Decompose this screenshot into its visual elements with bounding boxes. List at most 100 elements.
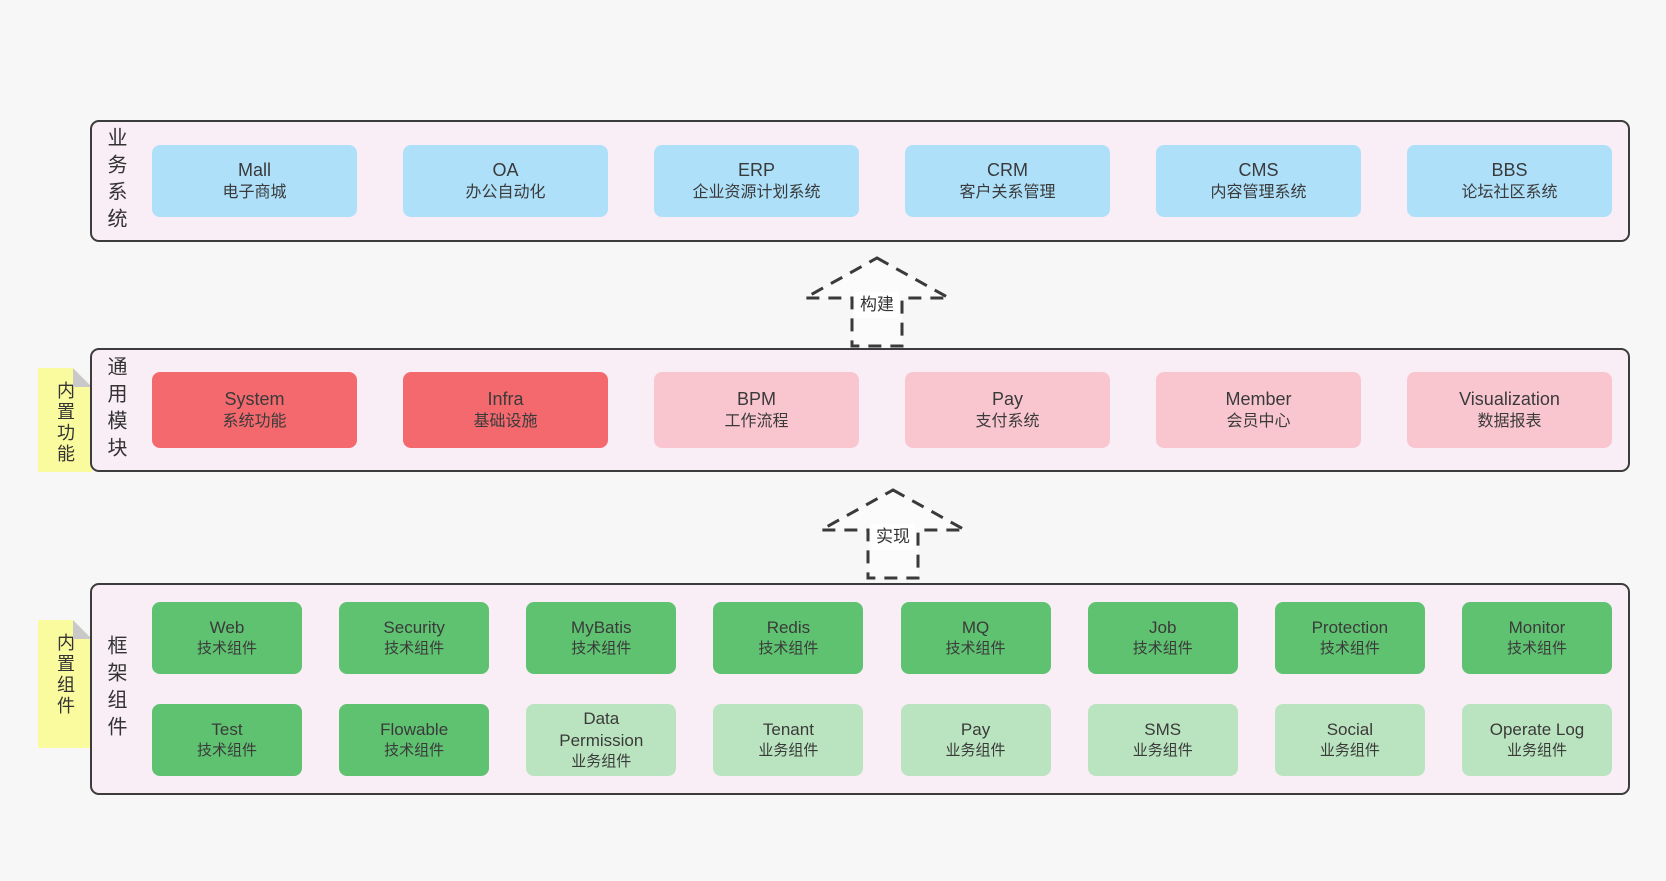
- box-redis: Redis 技术组件: [713, 602, 864, 674]
- box-desc: 企业资源计划系统: [692, 184, 821, 202]
- section-business-systems: 业务系统 Mall 电子商城 OA 办公自动化 ERP 企业资源计划系统 CRM…: [90, 120, 1630, 242]
- box-desc: 业务组件: [1319, 742, 1380, 760]
- box-name: MyBatis: [571, 618, 632, 638]
- box-name: Pay: [991, 388, 1024, 409]
- box-sms: SMS 业务组件: [1087, 704, 1238, 776]
- box-name: OA: [492, 159, 519, 180]
- arrow-label: 构建: [855, 292, 899, 319]
- box-name: System: [224, 388, 285, 409]
- box-monitor: Monitor 技术组件: [1461, 602, 1612, 674]
- box-desc: 技术组件: [196, 640, 257, 658]
- box-desc: 支付系统: [975, 413, 1040, 431]
- box-desc: 技术组件: [1506, 640, 1567, 658]
- box-desc: 业务组件: [758, 742, 819, 760]
- box-name: Redis: [766, 618, 811, 638]
- box-name: Operate Log: [1489, 720, 1585, 740]
- box-desc: 工作流程: [724, 413, 789, 431]
- box-name: Test: [211, 720, 243, 740]
- box-pay-component: Pay 业务组件: [900, 704, 1051, 776]
- box-bbs: BBS 论坛社区系统: [1407, 145, 1612, 217]
- box-name: Member: [1225, 388, 1292, 409]
- sticky-note-text: 内置组件: [55, 633, 75, 717]
- section-common-modules: 通用模块 System 系统功能 Infra 基础设施 BPM 工作流程 Pay…: [90, 348, 1630, 472]
- box-name: SMS: [1144, 720, 1182, 740]
- box-mq: MQ 技术组件: [900, 602, 1051, 674]
- box-name: Security: [383, 618, 445, 638]
- box-cms: CMS 内容管理系统: [1156, 145, 1361, 217]
- box-desc: 数据报表: [1477, 413, 1542, 431]
- box-name: ERP: [737, 159, 775, 180]
- box-infra: Infra 基础设施: [403, 372, 608, 448]
- box-name: BPM: [736, 388, 776, 409]
- boxes-row: Test 技术组件 Flowable 技术组件 Data Permission …: [152, 704, 1612, 776]
- box-operate-log: Operate Log 业务组件: [1461, 704, 1612, 776]
- box-desc: 系统功能: [222, 413, 287, 431]
- sticky-note-builtin-components: 内置组件: [38, 620, 92, 748]
- box-mall: Mall 电子商城: [152, 145, 357, 217]
- box-desc: 业务组件: [571, 753, 632, 771]
- box-mybatis: MyBatis 技术组件: [526, 602, 677, 674]
- section-framework-components: 框架组件 Web 技术组件 Security 技术组件 MyBatis 技术组件…: [90, 583, 1630, 795]
- box-name: CMS: [1238, 159, 1279, 180]
- arrow-label: 实现: [871, 524, 915, 551]
- box-crm: CRM 客户关系管理: [905, 145, 1110, 217]
- box-name: Job: [1148, 618, 1177, 638]
- box-name: Monitor: [1508, 618, 1566, 638]
- box-name: MQ: [961, 618, 990, 638]
- box-name: Infra: [487, 388, 524, 409]
- section-label: 通用模块: [104, 356, 126, 464]
- box-data-permission: Data Permission 业务组件: [526, 704, 677, 776]
- box-bpm: BPM 工作流程: [654, 372, 859, 448]
- boxes-row: Web 技术组件 Security 技术组件 MyBatis 技术组件 Redi…: [152, 602, 1612, 674]
- box-tenant: Tenant 业务组件: [713, 704, 864, 776]
- box-protection: Protection 技术组件: [1274, 602, 1425, 674]
- box-name: Visualization: [1459, 388, 1560, 409]
- box-desc: 客户关系管理: [959, 184, 1056, 202]
- box-erp: ERP 企业资源计划系统: [654, 145, 859, 217]
- sticky-note-builtin-features: 内置功能: [38, 368, 92, 472]
- box-oa: OA 办公自动化: [403, 145, 608, 217]
- dashed-arrow-up-build: 构建: [802, 256, 952, 348]
- section-label: 业务系统: [104, 127, 126, 235]
- box-name: BBS: [1491, 159, 1528, 180]
- box-desc: 办公自动化: [465, 184, 546, 202]
- box-desc: 论坛社区系统: [1461, 184, 1558, 202]
- box-desc: 内容管理系统: [1210, 184, 1307, 202]
- box-desc: 技术组件: [571, 640, 632, 658]
- box-member: Member 会员中心: [1156, 372, 1361, 448]
- box-desc: 技术组件: [384, 742, 445, 760]
- section-label: 框架组件: [104, 635, 126, 743]
- box-pay-module: Pay 支付系统: [905, 372, 1110, 448]
- box-desc: 技术组件: [1319, 640, 1380, 658]
- box-name: Protection: [1311, 618, 1389, 638]
- box-desc: 技术组件: [384, 640, 445, 658]
- boxes-grid: Web 技术组件 Security 技术组件 MyBatis 技术组件 Redi…: [152, 602, 1612, 776]
- sticky-note-text: 内置功能: [55, 381, 75, 465]
- box-social: Social 业务组件: [1274, 704, 1425, 776]
- box-desc: 业务组件: [945, 742, 1006, 760]
- box-desc: 技术组件: [758, 640, 819, 658]
- box-desc: 业务组件: [1132, 742, 1193, 760]
- box-web: Web 技术组件: [152, 602, 302, 674]
- box-name: CRM: [987, 159, 1028, 180]
- box-name: Mall: [237, 159, 271, 180]
- box-test: Test 技术组件: [152, 704, 302, 776]
- box-desc: 基础设施: [473, 413, 538, 431]
- box-system: System 系统功能: [152, 372, 357, 448]
- box-desc: 技术组件: [1132, 640, 1193, 658]
- box-visualization: Visualization 数据报表: [1407, 372, 1612, 448]
- box-job: Job 技术组件: [1087, 602, 1238, 674]
- box-desc: 技术组件: [196, 742, 257, 760]
- boxes-row: Mall 电子商城 OA 办公自动化 ERP 企业资源计划系统 CRM 客户关系…: [152, 145, 1612, 217]
- box-name: Web: [209, 618, 245, 638]
- box-name: Data Permission: [559, 709, 644, 751]
- boxes-row: System 系统功能 Infra 基础设施 BPM 工作流程 Pay 支付系统…: [152, 372, 1612, 448]
- box-name: Flowable: [380, 720, 449, 740]
- dashed-arrow-up-implement: 实现: [818, 488, 968, 580]
- box-name: Pay: [960, 720, 991, 740]
- box-name: Tenant: [762, 720, 814, 740]
- box-name: Social: [1326, 720, 1373, 740]
- box-desc: 会员中心: [1226, 413, 1291, 431]
- box-flowable: Flowable 技术组件: [339, 704, 490, 776]
